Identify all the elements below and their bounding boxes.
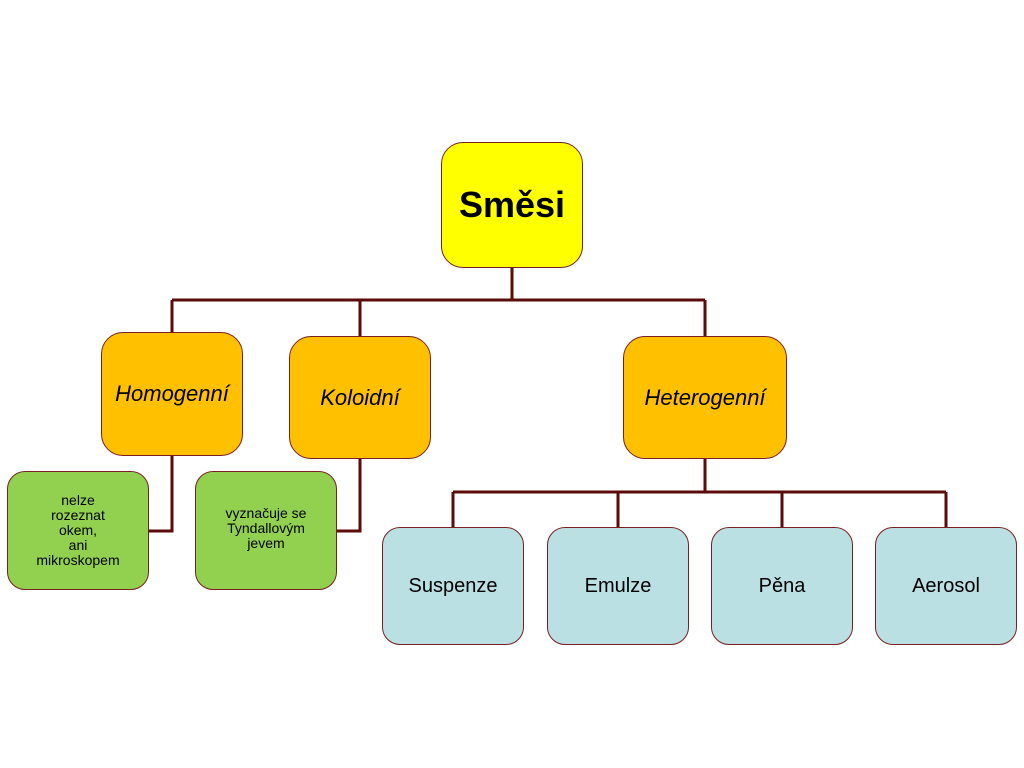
type-node-aerosol: Aerosol <box>875 527 1017 645</box>
category-node-homogenni: Homogenní <box>101 332 243 456</box>
note-line: Tyndallovým <box>227 520 305 536</box>
type-label: Emulze <box>584 574 652 597</box>
note-node-koloidni: vyznačuje se Tyndallovým jevem <box>195 471 337 590</box>
note-line: okem, <box>58 522 98 538</box>
category-label-heterogenni: Heterogenní <box>644 384 766 410</box>
type-label: Suspenze <box>408 574 498 597</box>
type-label: Aerosol <box>912 574 980 597</box>
note-line: nelze <box>61 492 95 508</box>
type-label: Pěna <box>758 574 806 597</box>
category-node-heterogenni: Heterogenní <box>623 336 787 459</box>
note-line: rozeznat <box>51 507 105 523</box>
category-label-homogenni: Homogenní <box>115 381 229 406</box>
connector-koloidni-note <box>337 459 362 533</box>
category-label-koloidni: Koloidní <box>320 384 400 410</box>
root-label: Směsi <box>458 184 566 225</box>
note-text-homogenni: nelze rozeznat okem, ani mikroskopem <box>36 493 119 568</box>
category-node-koloidni: Koloidní <box>289 336 431 459</box>
note-node-homogenni: nelze rozeznat okem, ani mikroskopem <box>7 471 149 590</box>
note-line: ani <box>68 537 88 553</box>
note-line: mikroskopem <box>36 552 120 568</box>
note-line: vyznačuje se <box>225 505 307 521</box>
root-node-smesi: Směsi <box>441 142 583 268</box>
note-text-koloidni: vyznačuje se Tyndallovým jevem <box>226 506 307 551</box>
type-node-emulze: Emulze <box>547 527 689 645</box>
connector-homogenni-note <box>149 456 174 533</box>
type-node-pena: Pěna <box>711 527 853 645</box>
type-node-suspenze: Suspenze <box>382 527 524 645</box>
note-line: jevem <box>247 535 285 551</box>
